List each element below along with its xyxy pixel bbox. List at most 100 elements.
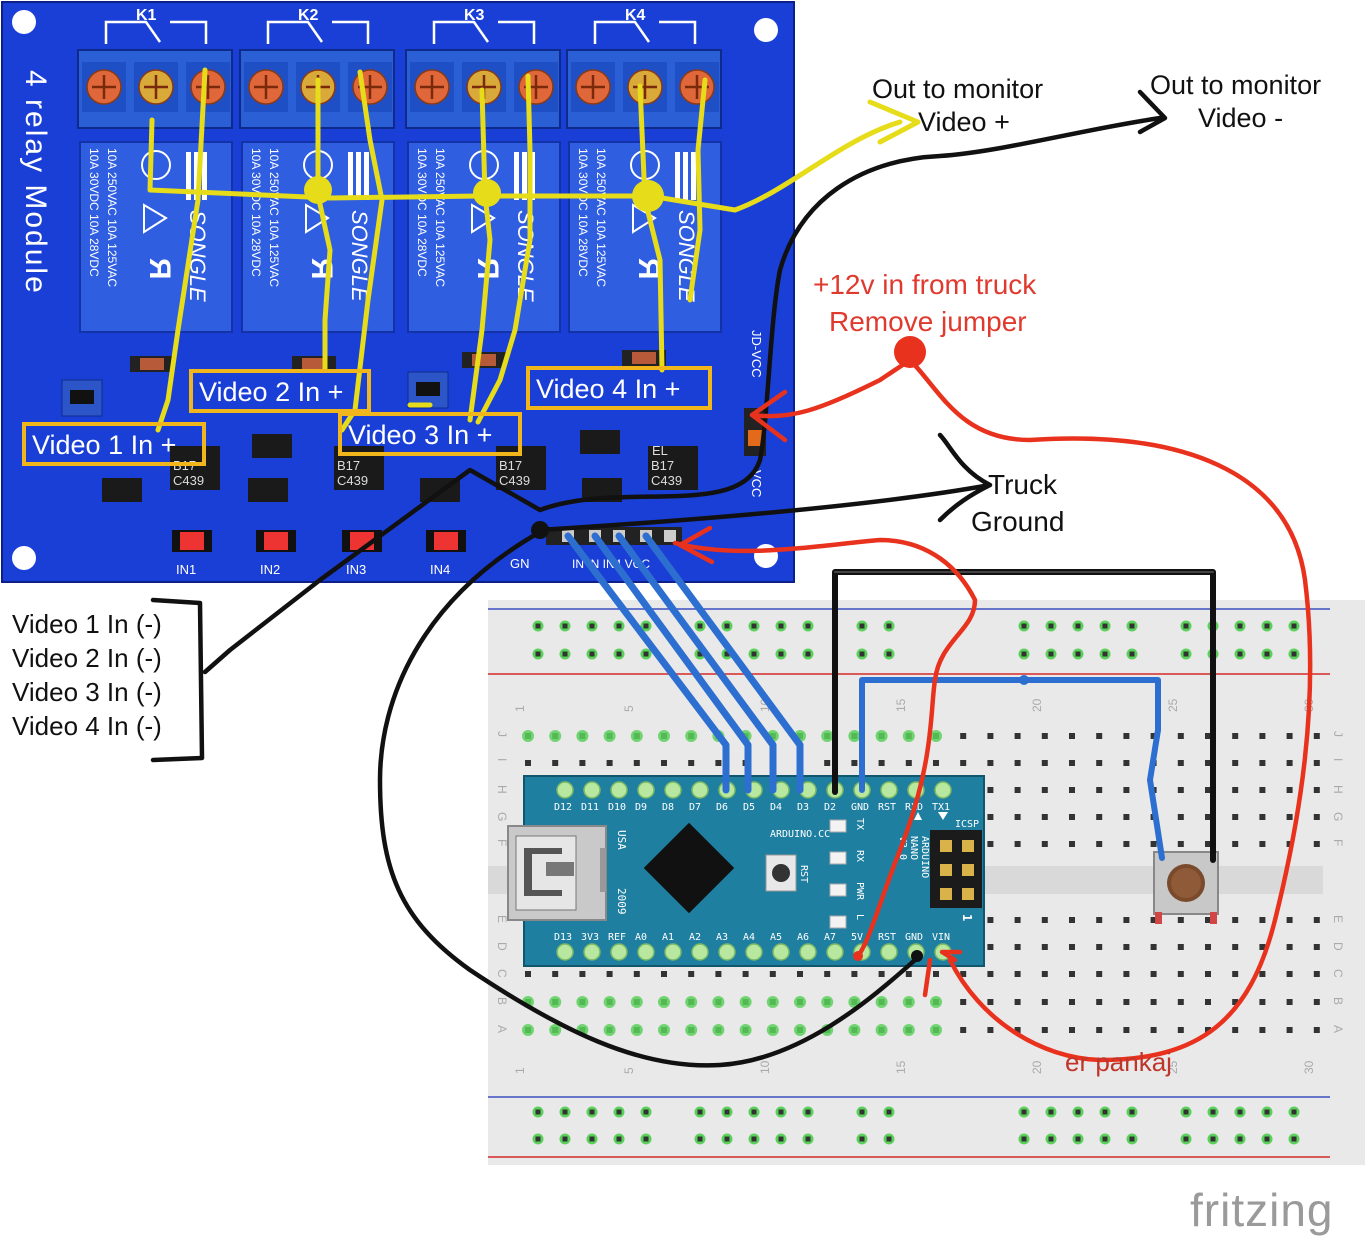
fritzing-watermark: fritzing: [1190, 1184, 1333, 1236]
status-led: [829, 915, 847, 929]
icsp-pin: [962, 888, 974, 900]
nano-pin[interactable]: [664, 943, 682, 961]
relay-rating: 10A 250VAC 10A 125VAC: [594, 148, 608, 287]
nano-pin-label: A3: [716, 932, 728, 943]
row-letter: B: [495, 997, 509, 1005]
nano-pin[interactable]: [583, 943, 601, 961]
signal-wire-in2: [591, 532, 752, 794]
column-number: 15: [894, 1060, 908, 1074]
row-letter: D: [495, 942, 509, 951]
relay-rating: 10A 30VDC 10A 28VDC: [415, 148, 429, 277]
video-minus-line: Video 3 In (-): [12, 677, 162, 707]
row-letter: H: [1331, 785, 1345, 794]
nano-pin[interactable]: [556, 781, 574, 799]
transistor: [248, 478, 288, 502]
nano-pin[interactable]: [664, 781, 682, 799]
power-in-label: +12v in from truck Remove jumper: [813, 269, 1037, 337]
nano-pin[interactable]: [610, 781, 628, 799]
nano-pin[interactable]: [556, 943, 574, 961]
red-arrowhead: [677, 525, 715, 565]
blue-jumper-wire: [859, 677, 1165, 861]
nano-pin[interactable]: [826, 943, 844, 961]
video-3-in-label: Video 3 In +: [338, 412, 522, 456]
nano-pin-label: A5: [770, 932, 782, 943]
relay-name: K4: [625, 7, 646, 24]
nano-pin-label: 5V: [851, 932, 863, 943]
module-title: 4 relay Module: [19, 70, 52, 295]
push-button[interactable]: [1153, 851, 1219, 924]
svg-text:Video 2 In +: Video 2 In +: [199, 377, 343, 407]
nano-pin[interactable]: [745, 943, 763, 961]
nano-pin[interactable]: [583, 781, 601, 799]
row-letter: J: [495, 731, 509, 737]
row-letter: E: [1331, 915, 1345, 923]
nano-pin-label: 3V3: [581, 932, 599, 943]
svg-text:Я: Я: [143, 258, 176, 280]
nano-pin-label: D9: [635, 802, 647, 813]
red-wire-jumper-arrow: [749, 389, 788, 443]
nano-pin-label: A7: [824, 932, 836, 943]
icsp-pin: [962, 840, 974, 852]
nano-pin[interactable]: [610, 943, 628, 961]
nano-pin[interactable]: [691, 943, 709, 961]
nano-pin[interactable]: [637, 943, 655, 961]
video-minus-line: Video 4 In (-): [12, 711, 162, 741]
status-led: [829, 819, 847, 833]
nano-pin-label: VIN: [932, 932, 950, 943]
transistor: [252, 434, 292, 458]
led-label: RX: [854, 850, 865, 862]
svg-text:B17: B17: [499, 458, 522, 473]
icsp-pin: [940, 864, 952, 876]
nano-pin-label: REF: [608, 932, 626, 943]
pin1-label: 1: [960, 914, 974, 921]
nano-pin-label: D12: [554, 802, 572, 813]
nano-pin[interactable]: [880, 781, 898, 799]
svg-text:B17: B17: [651, 458, 674, 473]
input-label: IN4: [430, 562, 450, 577]
video-2-in-label: Video 2 In +: [189, 369, 371, 413]
nano-pin-label: D10: [608, 802, 626, 813]
relay-name: K3: [464, 7, 485, 24]
nano-pin-label: D13: [554, 932, 572, 943]
svg-text:Я: Я: [632, 258, 665, 280]
nano-pin-label: A1: [662, 932, 674, 943]
icsp-pin: [940, 840, 952, 852]
column-number: 5: [622, 705, 636, 712]
input-label: IN1: [176, 562, 196, 577]
status-led: [829, 883, 847, 897]
out-video-minus-line1: Out to monitor: [1150, 70, 1321, 100]
nano-pin[interactable]: [691, 781, 709, 799]
row-letter: C: [1331, 969, 1345, 978]
red-arrowhead-vin: [939, 949, 963, 963]
nano-pin-label: D8: [662, 802, 674, 813]
jumper-pin: [748, 430, 762, 446]
yellow-wire-common: [147, 117, 903, 213]
black-wire-video-out: [202, 115, 1163, 675]
nano-pin[interactable]: [718, 943, 736, 961]
relay-rating: 10A 30VDC 10A 28VDC: [576, 148, 590, 277]
svg-text:EL: EL: [652, 443, 668, 458]
row-letter: F: [495, 839, 509, 846]
nano-pin[interactable]: [637, 781, 655, 799]
svg-text:C439: C439: [499, 473, 530, 488]
yellow-wire-k4b: [687, 77, 708, 303]
icsp-arrow-icon: [938, 812, 948, 820]
nano-pin[interactable]: [880, 943, 898, 961]
svg-text:C439: C439: [651, 473, 682, 488]
red-wire-12v: [749, 357, 1313, 1063]
relay-rating: 10A 250VAC 10A 125VAC: [267, 148, 281, 287]
wires: [147, 67, 1313, 1068]
nano-pin[interactable]: [772, 943, 790, 961]
row-letter: D: [1331, 942, 1345, 951]
mount-hole: [12, 10, 36, 34]
video-1-in-label: Video 1 In +: [22, 422, 206, 466]
black-wire-ground: [537, 432, 993, 533]
nano-pin[interactable]: [934, 781, 952, 799]
row-letter: I: [495, 758, 509, 761]
mount-hole: [754, 18, 778, 42]
row-letter: G: [495, 812, 509, 821]
row-letter: A: [1331, 1025, 1345, 1033]
nano-pin[interactable]: [799, 943, 817, 961]
led-label: TX: [854, 818, 865, 830]
